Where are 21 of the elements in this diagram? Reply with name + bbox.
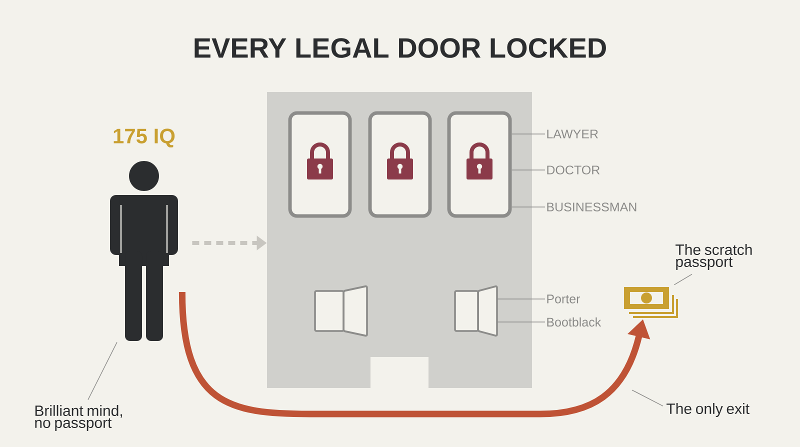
locked-door	[288, 111, 352, 218]
annotation-text: The only exit	[666, 403, 750, 417]
side-label: DOCTOR	[547, 166, 600, 174]
side-label: BUSINESSMAN	[547, 202, 636, 212]
side-label: Porter	[547, 294, 580, 304]
leader-line	[496, 298, 546, 300]
leader-line	[88, 342, 118, 400]
annotation-text: The scratch passport	[676, 244, 752, 270]
title: EVERY LEGAL DOOR LOCKED	[194, 38, 606, 58]
score-label: 175 IQ	[114, 128, 175, 148]
side-label: Bootblack	[547, 317, 602, 327]
caption-text: Brilliant mind, no passport	[35, 405, 122, 431]
locked-door	[447, 111, 512, 218]
leader-line	[632, 390, 664, 406]
leader-line	[511, 206, 546, 208]
leader-line	[674, 274, 692, 286]
money-icon	[624, 287, 678, 318]
open-door	[314, 285, 368, 337]
locked-door	[368, 111, 432, 218]
side-label: LAWYER	[547, 130, 598, 138]
open-door	[454, 285, 498, 337]
